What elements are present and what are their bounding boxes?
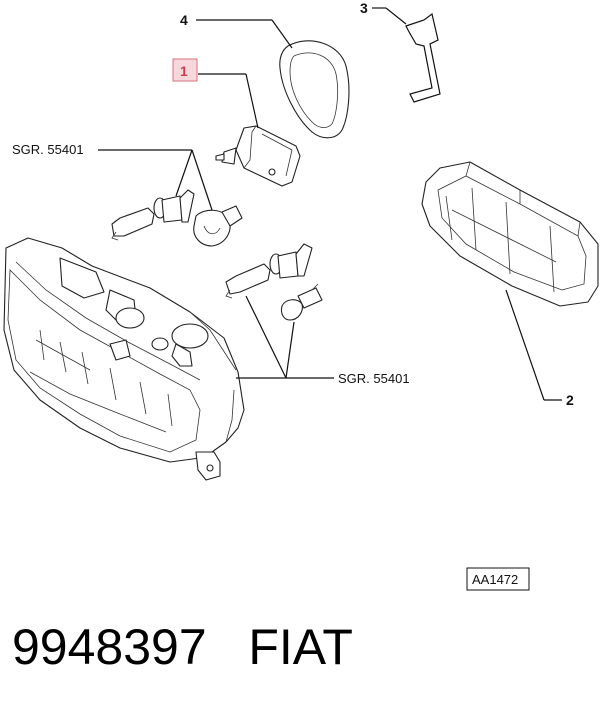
sgr-reference-top: SGR. 55401 (12, 142, 84, 157)
callout-1: 1 (172, 58, 198, 82)
wedge-bulb-middle (280, 283, 323, 321)
reference-code: AA1472 (472, 572, 518, 587)
bulb-holder-part (215, 125, 301, 187)
callout-1-number: 1 (180, 63, 188, 79)
part-number-title: 9948397 FIAT (12, 619, 353, 675)
rear-cover-part (421, 161, 599, 307)
gasket-seal-part (279, 40, 350, 139)
callout-3: 3 (360, 0, 368, 16)
round-bulb-top (193, 205, 243, 247)
callout-2-number: 2 (566, 392, 574, 408)
callout-4: 4 (180, 12, 188, 28)
h-bulb-middle (225, 243, 313, 299)
spring-clip-part (405, 12, 441, 103)
callout-1-highlight (172, 58, 198, 82)
sgr-reference-bottom: SGR. 55401 (338, 371, 410, 386)
callout-4-number: 4 (180, 12, 188, 28)
h-bulb-top (111, 189, 195, 241)
headlamp-housing (3, 237, 245, 481)
callout-3-number: 3 (360, 0, 368, 16)
callout-2: 2 (566, 392, 574, 408)
reference-code-box: AA1472 (466, 567, 530, 591)
leader-lines (98, 7, 562, 401)
